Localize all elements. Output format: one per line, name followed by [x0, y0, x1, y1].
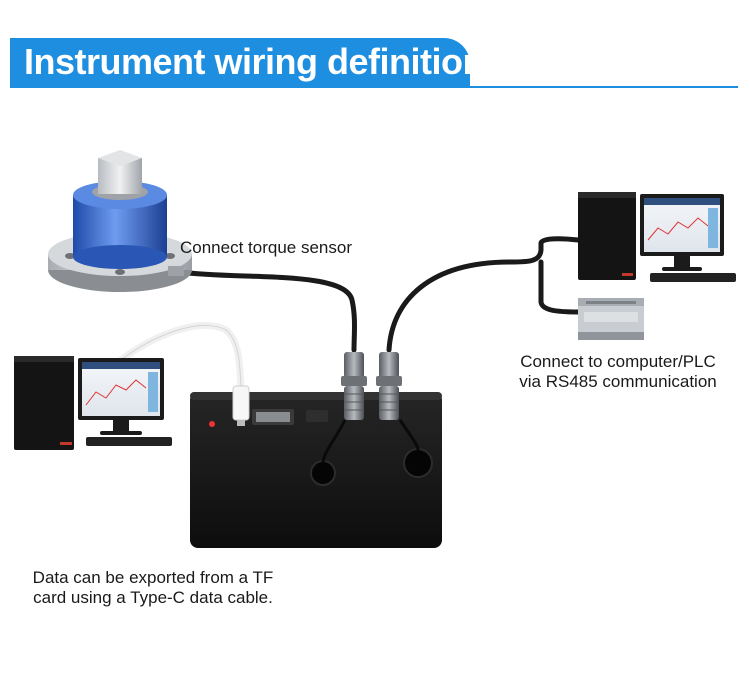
sensor-cable [177, 269, 357, 353]
pc-right [578, 192, 736, 282]
sensor-connector [341, 352, 367, 420]
header-underline [10, 86, 738, 88]
rs485-label-line1: Connect to computer/PLC [520, 352, 716, 371]
plc-module [578, 298, 644, 340]
typec-plug [232, 385, 250, 426]
typec-label-line1: Data can be exported from a TF [32, 568, 274, 587]
rs485-connector [376, 352, 402, 420]
torque-sensor-label: Connect torque sensor [180, 238, 352, 257]
rs485-cable [386, 236, 581, 353]
torque-sensor [48, 150, 192, 292]
rs485-label-line2: via RS485 communication [519, 372, 717, 391]
rs485-cable-branch [538, 259, 581, 315]
pc-left [14, 356, 172, 450]
header-banner [10, 38, 470, 86]
typec-label-line2: card using a Type-C data cable. [33, 588, 273, 607]
instrument-box [190, 392, 442, 548]
page-title: Instrument wiring definition [24, 41, 484, 82]
